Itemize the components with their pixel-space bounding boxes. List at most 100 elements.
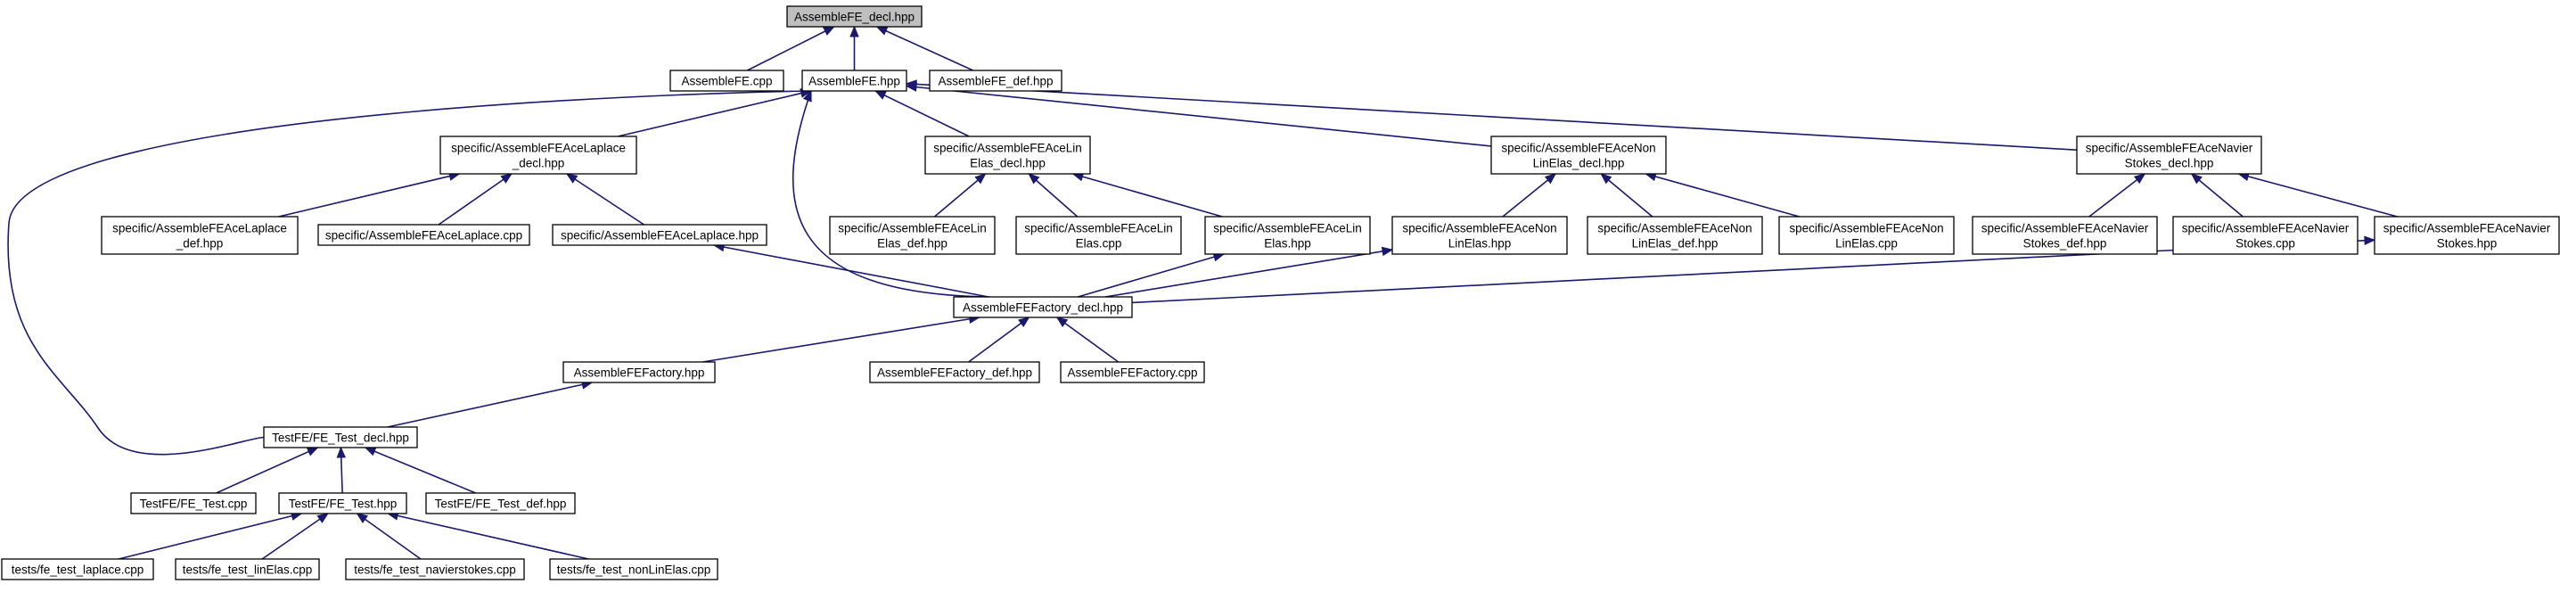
edge-line [2088,173,2145,218]
file-node-label: specific/AssembleFEAceLin [933,142,1082,155]
file-node-label: specific/AssembleFEAceLin [1024,222,1173,235]
file-node-t-nav[interactable]: tests/fe_test_navierstokes.cpp [345,558,525,580]
file-node-label: specific/AssembleFEAceNon [1789,222,1943,235]
edge-line [1072,173,1223,218]
arrowhead-icon [2133,173,2146,185]
file-node-box [1778,216,1955,255]
edge-line [365,447,476,494]
file-node-label: LinElas_def.hpp [1632,237,1719,251]
arrowhead-icon [306,447,319,456]
file-node-label: tests/fe_test_linElas.cpp [183,563,313,577]
edge-line [713,244,989,298]
edge-line [566,173,644,226]
file-node-label: Stokes_def.hpp [2023,237,2107,251]
file-node-test-decl[interactable]: TestFE/FE_Test_decl.hpp [263,426,418,448]
file-node-box [1060,361,1205,383]
file-node-box [1204,216,1371,255]
file-node-nonlin-decl[interactable]: specific/AssembleFEAceNonLinElas_decl.hp… [1490,136,1667,175]
edge-line [2191,173,2244,218]
edge-nav_decl-to-fe_hpp [905,79,2078,151]
file-node-test-cpp[interactable]: TestFE/FE_Test.cpp [130,492,257,514]
edge-line [1645,173,1800,218]
file-node-nav-def[interactable]: specific/AssembleFEAceNavierStokes_def.h… [1972,216,2158,255]
edge-fac_decl-to-nav_hpp [1131,235,2376,304]
file-node-t-nonlin[interactable]: tests/fe_test_nonLinElas.cpp [549,558,718,580]
file-node-fe-cpp[interactable]: AssembleFE.cpp [669,70,784,92]
file-node-label: specific/AssembleFEAceNavier [2182,222,2350,235]
file-node-box [425,492,576,514]
file-node-lap-decl[interactable]: specific/AssembleFEAceLaplace_decl.hpp [439,136,637,175]
file-node-lap-cpp[interactable]: specific/AssembleFEAceLaplace.cpp [317,224,530,246]
edge-fac_def-to-fac_decl [968,317,1030,363]
file-node-label: Stokes_decl.hpp [2125,157,2214,170]
arrowhead-icon [1028,173,1040,185]
file-node-fac-decl[interactable]: AssembleFEFactory_decl.hpp [953,296,1133,318]
file-node-box [549,558,718,580]
edge-line [1131,239,2375,304]
file-node-box [1587,216,1763,255]
edge-line [1077,253,1225,298]
file-node-test-def[interactable]: TestFE/FE_Test_def.hpp [425,492,576,514]
file-node-box [1,558,154,580]
file-node-label: specific/AssembleFEAceNon [1501,142,1655,155]
edge-line [2238,173,2398,218]
edge-line [933,173,987,218]
file-node-nav-decl[interactable]: specific/AssembleFEAceNavierStokes_decl.… [2076,136,2262,175]
edge-line [278,173,460,218]
edge-lap_def-to-lap_decl [278,171,461,218]
edge-nonlin_def-to-nonlin_decl [1600,173,1653,218]
file-node-fe-def[interactable]: AssembleFE_def.hpp [929,70,1062,92]
file-node-label: TestFE/FE_Test.cpp [140,497,248,511]
file-node-label: specific/AssembleFEAceNon [1402,222,1556,235]
file-node-lap-def[interactable]: specific/AssembleFEAceLaplace_def.hpp [101,216,299,255]
edge-line [792,90,990,298]
file-node-label: specific/AssembleFEAceLaplace.cpp [325,229,522,243]
arrowhead-icon [565,173,578,184]
edge-nav_cpp-to-nav_decl [2190,173,2244,218]
file-node-fe-hpp[interactable]: AssembleFE.hpp [801,70,907,92]
file-node-fac-def[interactable]: AssembleFEFactory_def.hpp [869,361,1040,383]
file-node-fac-cpp[interactable]: AssembleFEFactory.cpp [1060,361,1205,383]
file-node-label: specific/AssembleFEAceLaplace [112,222,287,235]
file-node-label: AssembleFEFactory_def.hpp [877,366,1032,380]
file-node-lap-hpp[interactable]: specific/AssembleFEAceLaplace.hpp [552,224,767,246]
file-node-label: specific/AssembleFEAceLaplace [451,142,626,155]
file-node-test-hpp[interactable]: TestFE/FE_Test.hpp [278,492,407,514]
arrowhead-icon [500,173,513,184]
edge-nonlin_cpp-to-nonlin_decl [1645,172,1800,218]
arrowhead-icon [875,26,889,36]
arrowhead-icon [974,173,987,185]
file-node-t-lin[interactable]: tests/fe_test_linElas.cpp [175,558,320,580]
file-node-box [1490,136,1667,175]
edge-test_def-to-test_decl [364,447,476,494]
edge-lap_cpp-to-lap_decl [438,173,513,226]
file-node-label: AssembleFE.cpp [681,75,772,88]
edge-fe_hpp-to-root [849,25,859,70]
file-node-fac-hpp[interactable]: AssembleFEFactory.hpp [562,361,716,383]
edge-fac_decl-to-lin_hpp [1077,252,1226,298]
file-node-label: Stokes.hpp [2437,237,2498,251]
edge-nav_hpp-to-nav_decl [2237,171,2398,218]
file-node-label: specific/AssembleFEAceLin [1213,222,1362,235]
edge-lin_cpp-to-lin_decl [1028,173,1079,218]
edge-test_hpp-to-test_decl [336,446,347,494]
file-node-box [669,70,784,92]
file-node-label: AssembleFEFactory_decl.hpp [963,301,1123,315]
file-node-t-lap[interactable]: tests/fe_test_laplace.cpp [1,558,154,580]
file-node-box [175,558,320,580]
file-node-box [1391,216,1568,255]
file-node-label: tests/fe_test_navierstokes.cpp [354,563,516,577]
arrowhead-icon [823,26,835,36]
edge-t_nav-to-test_hpp [356,513,422,560]
edge-line [261,513,329,560]
